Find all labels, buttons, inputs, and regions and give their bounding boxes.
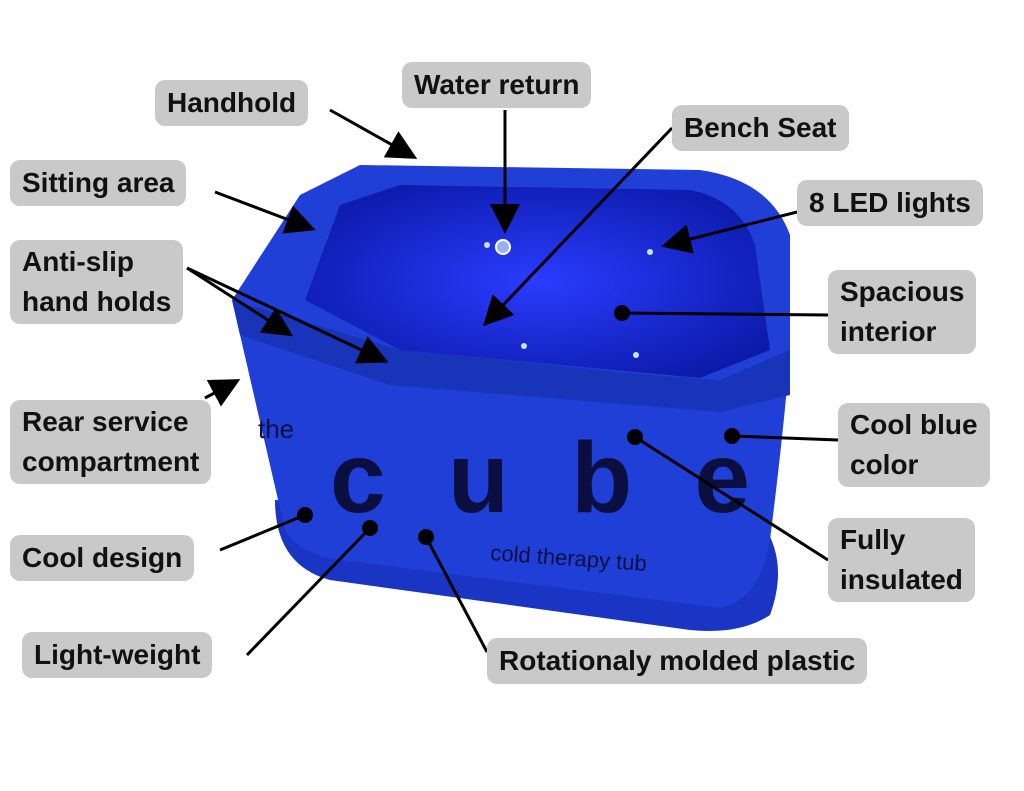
label-text: hand holds — [22, 286, 172, 317]
tub-interior — [305, 185, 770, 378]
label-text: Light-weight — [34, 639, 201, 670]
label-text: compartment — [22, 446, 200, 477]
label-anti-slip: Anti-slip hand holds — [10, 240, 184, 324]
water-return-fitting — [495, 239, 511, 255]
label-text: Handhold — [167, 87, 297, 118]
label-text: Anti-slip — [22, 246, 134, 277]
label-text: insulated — [840, 564, 963, 595]
label-sitting-area: Sitting area — [10, 160, 187, 206]
label-text: Rear service — [22, 406, 189, 437]
label-cool-design: Cool design — [10, 535, 195, 581]
label-handhold: Handhold — [155, 80, 309, 126]
label-bench-seat: Bench Seat — [672, 105, 849, 151]
label-rear-service: Rear service compartment — [10, 400, 212, 484]
label-text: Cool blue — [850, 409, 978, 440]
label-text: Sitting area — [22, 167, 175, 198]
label-cool-blue: Cool blue color — [838, 403, 990, 487]
leader-lines — [186, 108, 839, 657]
label-text: 8 LED lights — [809, 187, 971, 218]
logo-the: the — [258, 414, 294, 444]
label-spacious-interior: Spacious interior — [828, 270, 977, 354]
label-text: Water return — [414, 69, 580, 100]
label-text: Cool design — [22, 542, 183, 573]
label-text: Spacious — [840, 276, 965, 307]
label-water-return: Water return — [402, 62, 592, 108]
label-led-lights: 8 LED lights — [797, 180, 983, 226]
label-light-weight: Light-weight — [22, 632, 213, 678]
led-lights — [484, 242, 653, 358]
label-text: Rotationaly molded plastic — [499, 645, 856, 676]
leader-dots — [297, 305, 740, 545]
label-fully-insulated: Fully insulated — [828, 518, 975, 602]
label-text: Fully — [840, 524, 906, 555]
label-text: Bench Seat — [684, 112, 837, 143]
label-text: interior — [840, 316, 937, 347]
label-molded-plastic: Rotationaly molded plastic — [487, 638, 868, 684]
label-text: color — [850, 449, 919, 480]
tub-rim — [232, 300, 790, 412]
